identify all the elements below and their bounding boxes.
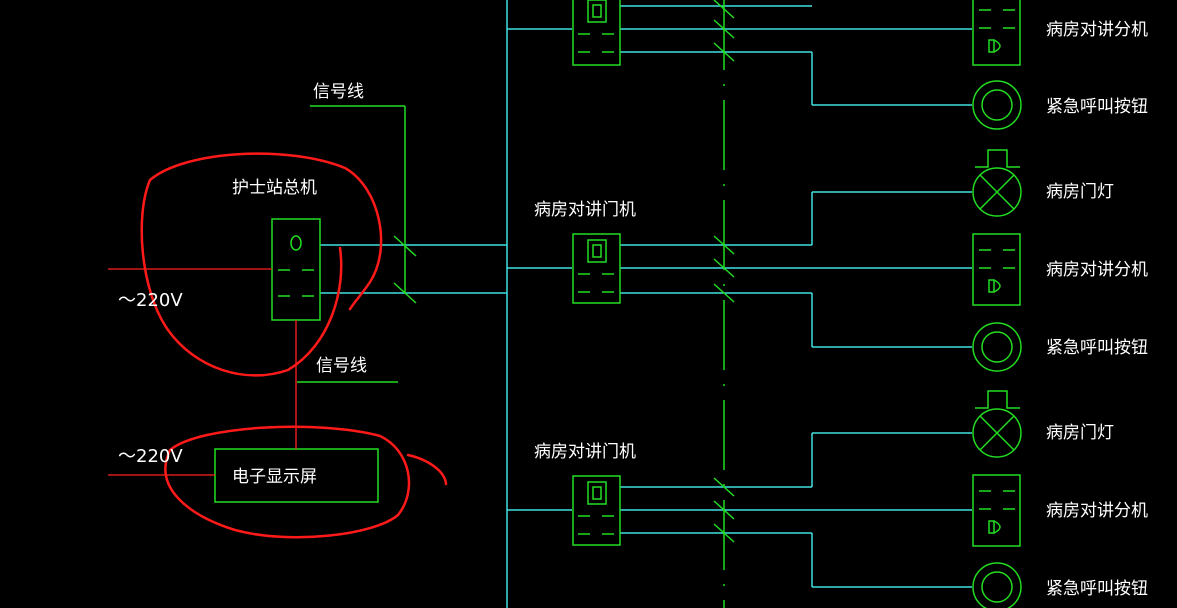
cyan-wiring: [320, 0, 972, 608]
door-unit-symbol-1: [572, 233, 621, 304]
labels: 信号线 护士站总机 ～220V 信号线 ～220V 电子显示屏 病房对讲门机 病…: [118, 20, 1148, 599]
door-unit-label-2: 病房对讲门机: [534, 442, 636, 462]
annotation-circle-master: [140, 152, 383, 377]
door-unit-symbol-top: [572, 0, 621, 66]
door-unit-symbol-2: [572, 475, 621, 546]
annotation-circle-display: [164, 425, 448, 539]
call-button-symbol-1: [972, 80, 1022, 130]
door-unit-label-1: 病房对讲门机: [534, 200, 636, 220]
signal-line-label-mid: 信号线: [316, 356, 367, 376]
right-label-6: 病房门灯: [1046, 423, 1114, 443]
right-label-7: 病房对讲分机: [1046, 501, 1148, 521]
intercom-symbol-3: [972, 474, 1021, 547]
intercom-symbol-1: [972, 0, 1021, 66]
right-label-3: 病房门灯: [1046, 182, 1114, 202]
call-button-symbol-3: [972, 562, 1022, 608]
right-label-8: 紧急呼叫按钮: [1046, 579, 1148, 599]
annotation-marks: [140, 152, 448, 539]
call-button-symbol-2: [972, 322, 1022, 372]
right-label-5: 紧急呼叫按钮: [1046, 338, 1148, 358]
lamp-symbol-2: [972, 390, 1022, 458]
intercom-symbol-2: [972, 233, 1021, 306]
electronic-display-label: 电子显示屏: [232, 467, 317, 487]
voltage-label-bottom: ～220V: [118, 446, 183, 467]
signal-line-label-top: 信号线: [313, 82, 364, 102]
right-label-1: 病房对讲分机: [1046, 20, 1148, 40]
voltage-label-top: ～220V: [118, 290, 183, 311]
nurse-station-master-symbol: [271, 218, 321, 321]
right-label-4: 病房对讲分机: [1046, 260, 1148, 280]
lamp-symbol-1: [972, 149, 1022, 217]
right-label-2: 紧急呼叫按钮: [1046, 97, 1148, 117]
nurse-station-master-label: 护士站总机: [232, 178, 317, 198]
